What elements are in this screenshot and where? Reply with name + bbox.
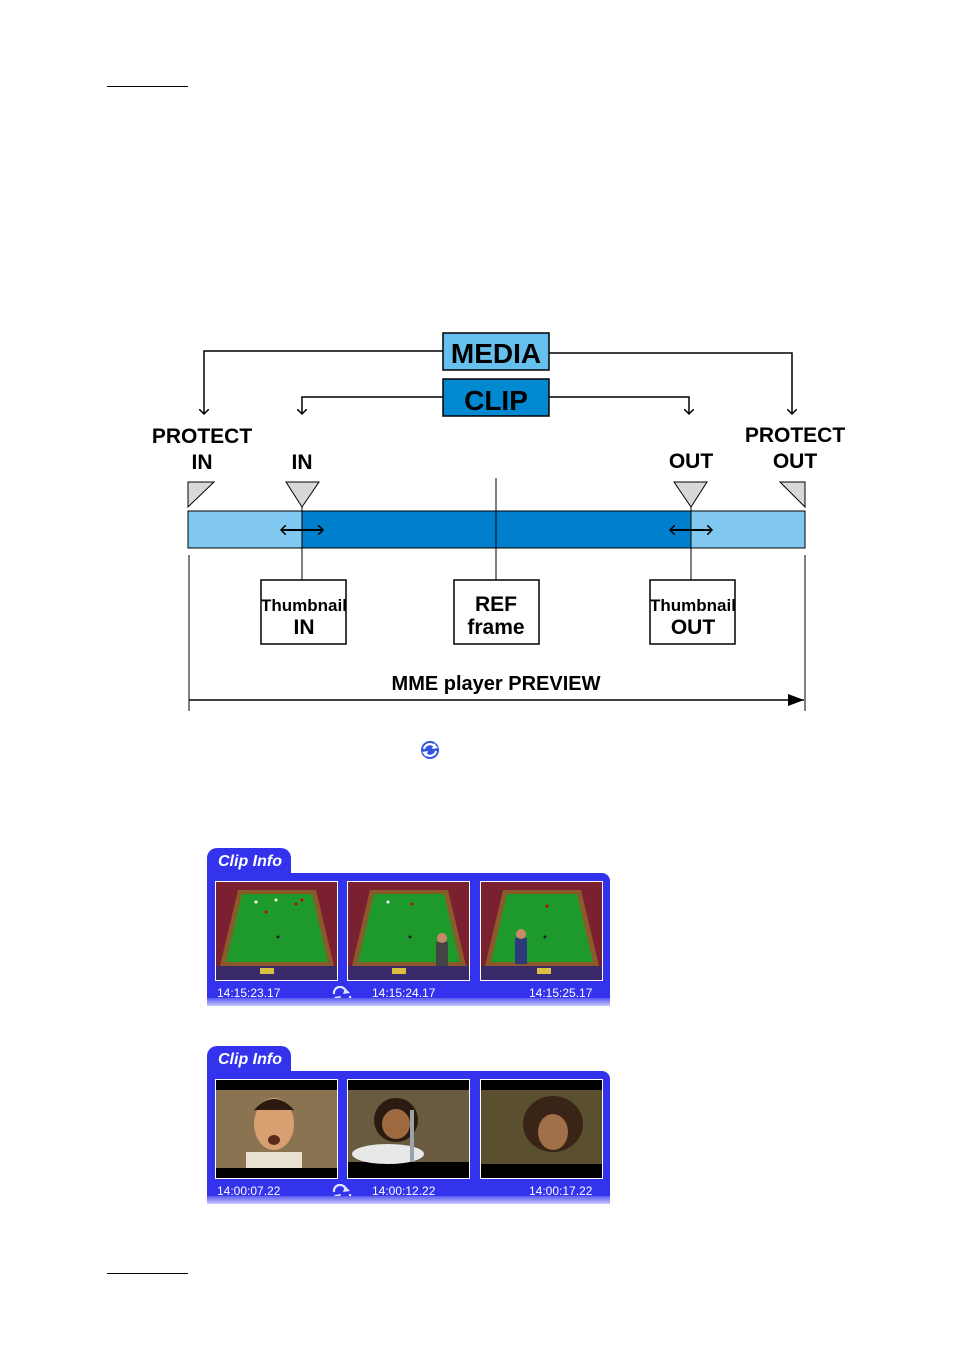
clip-to-out-arrow [549, 397, 689, 414]
thumbnail-ref[interactable] [347, 1079, 470, 1179]
out-marker [674, 482, 707, 507]
panel-title: Clip Info [218, 853, 282, 871]
snooker-table-image [481, 882, 602, 980]
thumbnail-out-line2: OUT [671, 616, 716, 639]
snooker-table-image [348, 882, 469, 980]
protect-in-label-line1: PROTECT [152, 425, 253, 448]
clip-timeline-diagram: MEDIA CLIP PROTECT IN IN OUT PROTECT OUT… [0, 0, 955, 760]
thumbnail-out-line1: Thumbnail [650, 596, 736, 615]
thumbnail-in-line1: Thumbnail [261, 596, 347, 615]
media-to-protect-out-arrow [549, 353, 792, 414]
child-face-image [481, 1080, 602, 1178]
thumbnail-ref[interactable] [347, 881, 470, 981]
protect-out-label-line2: OUT [773, 450, 818, 473]
panel-tab: Clip Info [207, 848, 291, 876]
in-marker [286, 482, 319, 507]
protect-out-marker [780, 482, 805, 507]
panel-title: Clip Info [218, 1051, 282, 1069]
panel-body: 14:00:07.22 14:00:12.22 14:00:17.22 [207, 1071, 610, 1204]
ref-frame-line1: REF [475, 593, 517, 616]
media-label: MEDIA [451, 338, 541, 369]
thumbnail-out[interactable] [480, 1079, 603, 1179]
clip-info-panel: Clip Info [207, 1046, 610, 1206]
thumbnail-in-line2: IN [294, 616, 315, 639]
panel-tab: Clip Info [207, 1046, 291, 1074]
panel-body: 14:15:23.17 14:15:24.17 14:15:25.17 [207, 873, 610, 1006]
thumbnail-in[interactable] [215, 1079, 338, 1179]
child-face-image [348, 1080, 469, 1178]
clip-to-in-arrow [302, 397, 443, 414]
in-label: IN [292, 451, 313, 474]
thumbnail-in[interactable] [215, 881, 338, 981]
thumbnail-out[interactable] [480, 881, 603, 981]
footer-rule [107, 1273, 188, 1274]
clip-info-panel: Clip Info [207, 848, 610, 1008]
media-to-protect-in-arrow [204, 351, 443, 414]
ref-frame-line2: frame [467, 616, 524, 639]
protect-in-label-line2: IN [192, 451, 213, 474]
protect-out-label-line1: PROTECT [745, 424, 846, 447]
out-label: OUT [669, 450, 714, 473]
man-singing-image [216, 1080, 337, 1178]
loop-icon [421, 741, 439, 759]
snooker-table-image [216, 882, 337, 980]
clip-label: CLIP [464, 385, 528, 416]
preview-label: MME player PREVIEW [392, 673, 601, 695]
protect-in-marker [188, 482, 214, 507]
